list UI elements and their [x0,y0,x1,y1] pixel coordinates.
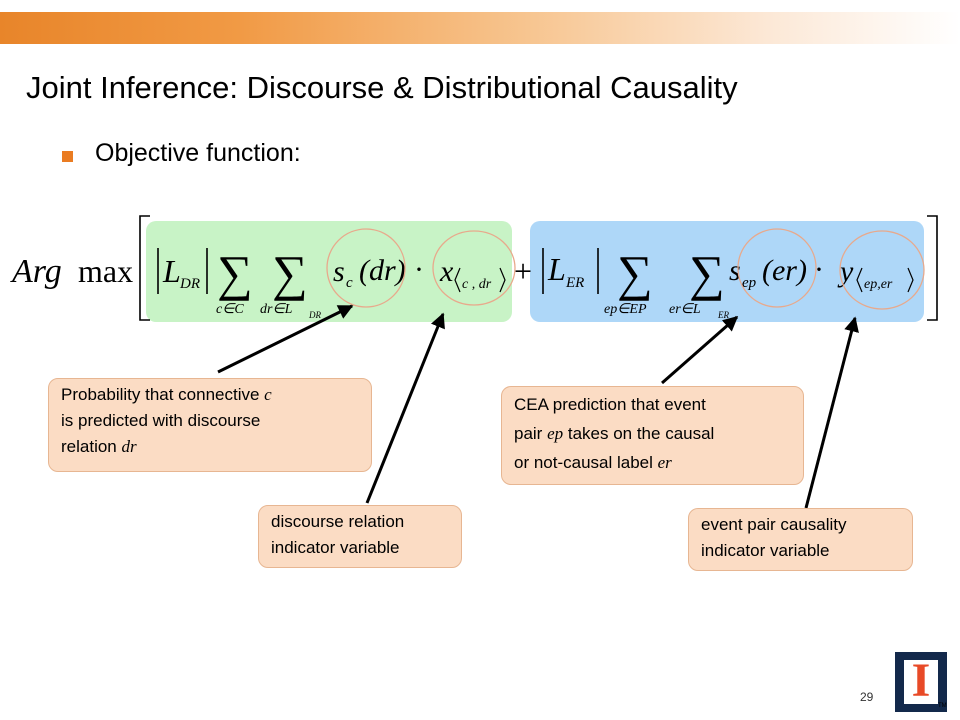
right-bracket [927,215,938,321]
dr-argument: (dr) [359,254,406,287]
slide-title: Joint Inference: Discourse & Distributio… [26,70,738,105]
s-c-symbol: s [333,255,345,288]
s-ep-symbol: s [729,254,741,287]
s-ep-subscript: ep [742,275,757,291]
x-highlight-circle [432,230,516,306]
arg-text: Arg [10,253,62,290]
dot-1: · [414,253,424,286]
x-sub-rangle [499,267,506,293]
L-ER-symbol: L [547,251,566,287]
arrow-to-x [365,312,445,504]
s-c-subscript: c [346,275,353,291]
callout-event-indicator: event pair causality indicator variable [688,508,913,571]
sum-dr-symbol: ∑ [272,245,308,301]
ER-subscript: ER [565,275,584,291]
sum-ep-index: ep∈EP [604,302,647,317]
s-c-highlight-circle [326,228,406,308]
dot-2: · [814,253,824,286]
sum-er-symbol: ∑ [689,245,725,301]
header-gradient-bar [0,12,960,44]
sum-c-symbol: ∑ [217,245,253,301]
bullet-objective-function: Objective function: [95,139,301,167]
x-subscript: c , dr [462,277,492,292]
arrow-to-s-ep [661,315,739,385]
page-number: 29 [860,690,874,704]
x-symbol: x [439,255,454,288]
callout-cea-prediction: CEA prediction that event pair ep takes … [501,386,804,485]
sum-er-index-sub: ER [717,310,729,320]
y-highlight-circle [839,230,925,310]
plus-sign: + [514,253,532,289]
y-sub-rangle [907,267,914,293]
bullet-square-icon [62,151,73,162]
arrow-to-y [804,316,859,509]
sum-dr-index: dr∈L [260,302,293,317]
L-DR-symbol: L [162,253,181,289]
left-bracket [139,215,150,321]
DR-subscript: DR [179,276,200,292]
sum-c-index: c∈C [216,302,244,317]
trademark-mark: TM [938,703,947,709]
sum-dr-index-sub: DR [308,310,321,320]
callout-discourse-indicator: discourse relation indicator variable [258,505,462,568]
arrow-to-s-c [217,304,354,374]
y-sub-langle [856,267,863,293]
sum-ep-symbol: ∑ [617,245,653,301]
x-sub-langle [454,267,461,293]
university-logo: I [895,652,947,712]
logo-letter: I [911,654,931,707]
s-ep-highlight-circle [737,228,817,308]
callout-connective-probability: Probability that connective c is predict… [48,378,372,472]
er-argument: (er) [762,254,807,287]
y-subscript: ep,er [864,277,893,292]
max-text: max [78,253,133,289]
sum-er-index: er∈L [669,302,701,317]
